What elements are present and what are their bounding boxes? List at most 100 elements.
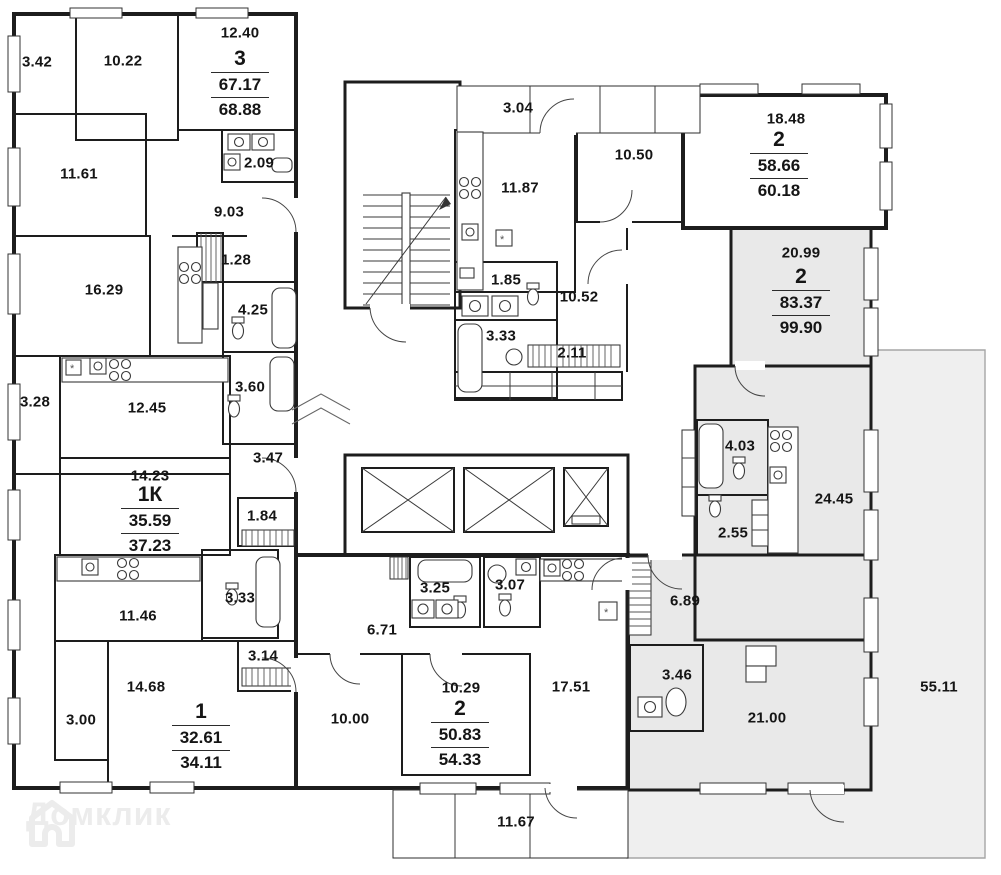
room-area-label: 18.48 [766,110,806,128]
room-area-label: 3.60 [235,378,265,396]
room-area-label: 3.47 [253,449,283,467]
apartment-living-area: 67.17 [218,75,262,95]
apartment-summary: 1К 35.59 37.23 [121,483,179,557]
divider [211,97,269,99]
apartment-living-area: 58.66 [757,156,801,176]
windows [7,7,893,795]
sink-icons [81,153,787,717]
room-area-label: 10.50 [614,146,654,164]
svg-text:*: * [604,607,609,619]
elevator-2 [463,467,555,533]
room-area-label: 3.46 [662,666,692,684]
balconies [392,85,701,859]
room-area-label: 10.22 [103,52,143,70]
bathtub-icons [255,157,724,628]
room-area-label: 24.45 [814,490,854,508]
room-area-label: 11.61 [60,165,98,183]
room-area-label: 2.11 [557,344,587,362]
room-area-label: 1.85 [491,271,521,289]
apartment-rooms-count: 1К [137,483,163,506]
apartment-summary: 3 67.17 68.88 [211,47,269,121]
domclick-logo-icon [29,800,75,847]
divider [772,290,830,292]
apartment-living-area: 83.37 [779,293,823,313]
elevator-3 [563,467,609,527]
highlighted-apartment-fill [627,228,871,790]
svg-text:*: * [500,234,505,246]
wardrobes [200,233,652,687]
apartment-summary: 2 58.66 60.18 [750,128,808,202]
room-area-label: 3.28 [20,393,50,411]
room-area-label: 12.45 [127,399,167,417]
room-area-label: 4.25 [238,301,268,319]
divider [121,533,179,535]
divider [750,153,808,155]
divider [431,722,489,724]
room-area-label: 14.68 [126,678,166,696]
room-area-label: 12.40 [220,24,260,42]
apartment-living-area: 32.61 [179,728,223,748]
room-area-label: 3.33 [225,589,255,607]
room-area-label: 6.89 [670,592,700,610]
divider [772,315,830,317]
domclick-watermark: Домклик [26,796,171,847]
divider [750,178,808,180]
room-area-label: 11.87 [501,179,539,197]
doors [261,98,845,823]
apartment-total-area: 60.18 [757,181,801,201]
apartment-living-area: 50.83 [438,725,482,745]
room-area-label: 17.51 [551,678,591,696]
apartment-total-area: 68.88 [218,100,262,120]
room-area-label: 3.00 [66,711,96,729]
room-area-label: 1.28 [221,251,251,269]
room-area-label: 3.04 [503,99,533,117]
vent-symbols: * * * [65,229,618,621]
kitchen-counters [56,131,799,683]
room-area-label: 3.25 [420,579,450,597]
room-area-label: 14.23 [130,467,170,485]
apartment-total-area: 99.90 [779,318,823,338]
room-area-label: 2.09 [244,154,274,172]
room-area-label: 3.33 [486,327,516,345]
divider [431,747,489,749]
divider [172,725,230,727]
apartment-total-area: 37.23 [128,536,172,556]
room-area-label: 3.14 [248,647,278,665]
room-area-label: 10.29 [441,679,481,697]
room-area-label: 21.00 [747,709,787,727]
apartment-rooms-count: 2 [773,128,785,151]
interior-walls [13,13,769,789]
room-area-label: 55.11 [920,678,958,696]
apartment-total-area: 54.33 [438,750,482,770]
room-area-label: 16.29 [84,281,124,299]
room-area-label: 6.71 [367,621,397,639]
room-area-label: 9.03 [214,203,244,221]
apartment-living-area: 35.59 [128,511,172,531]
room-area-label: 2.55 [718,524,748,542]
apartment-summary: 2 83.37 99.90 [772,265,830,339]
washing-machine-icons [227,133,769,718]
room-area-label: 3.42 [22,53,52,71]
apartment-rooms-count: 2 [795,265,807,288]
divider [172,750,230,752]
room-area-label: 4.03 [725,437,755,455]
break-marks [291,393,351,425]
room-area-label: 11.46 [119,607,157,625]
apartment-rooms-count: 2 [454,697,466,720]
elevator-1 [361,467,455,533]
apartment-summary: 2 50.83 54.33 [431,697,489,771]
apartment-summary: 1 32.61 34.11 [172,700,230,774]
room-area-label: 10.52 [559,288,599,306]
stove-icons [108,176,793,582]
apartment-total-area: 34.11 [180,753,222,773]
room-area-label: 11.67 [497,813,535,831]
svg-text:*: * [70,363,75,375]
toilet-icons [225,282,746,619]
room-area-label: 20.99 [781,244,821,262]
room-area-label: 3.07 [495,576,525,594]
staircase [363,192,451,308]
room-area-label: 1.84 [247,507,277,525]
apartment-rooms-count: 3 [234,47,246,70]
